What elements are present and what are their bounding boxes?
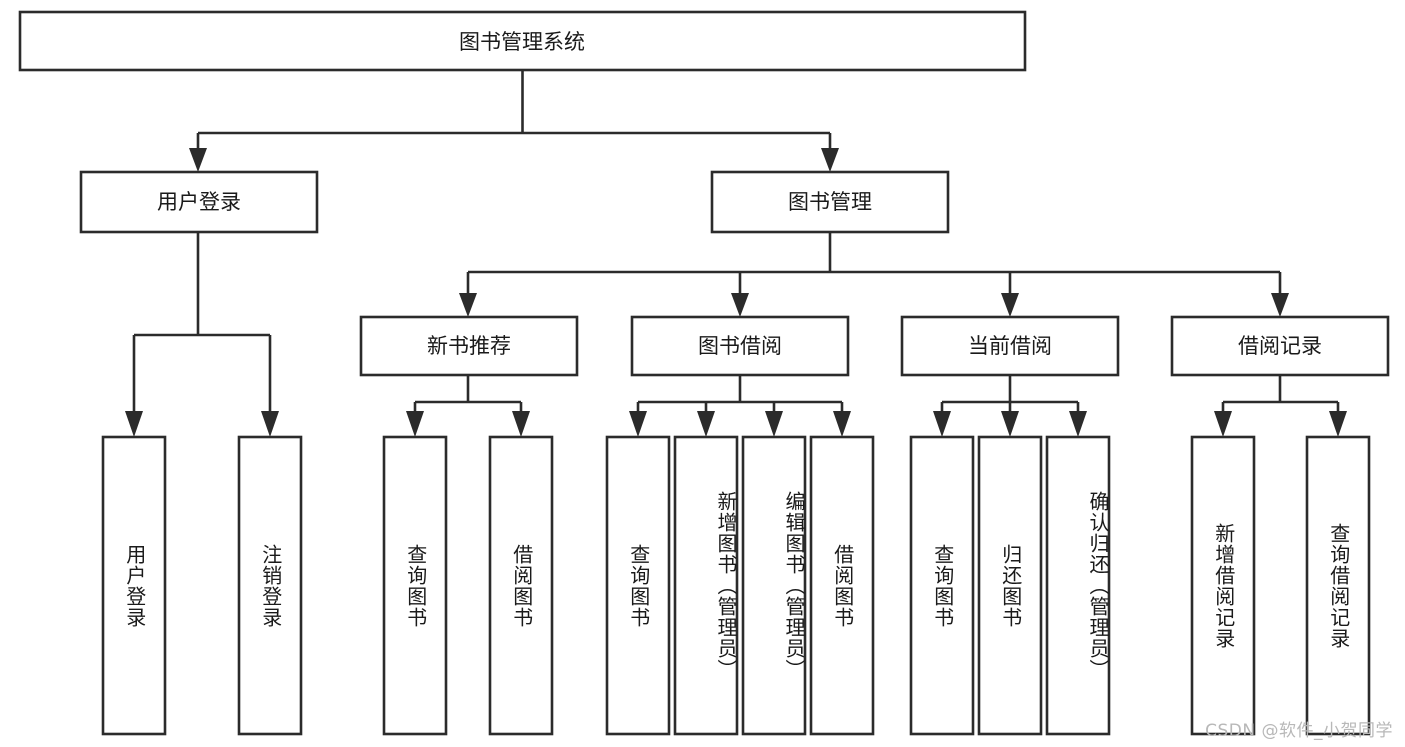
leaf-book-borrow-4[interactable]	[809, 435, 875, 736]
arrow-current-borrow-leaf-2	[1001, 411, 1019, 437]
leaf-new-book-2[interactable]	[488, 435, 554, 736]
leaf-book-borrow-3[interactable]	[741, 435, 807, 736]
node-borrow-record[interactable]	[1170, 315, 1390, 377]
leaf-book-borrow-2[interactable]	[673, 435, 739, 736]
arrow-to-current-borrow	[1001, 293, 1019, 317]
node-current-borrow-label: 当前借阅	[968, 334, 1052, 358]
leaf-current-borrow-2[interactable]	[977, 435, 1043, 736]
arrow-borrow-record-leaf-1	[1214, 411, 1232, 437]
node-borrow-record-label: 借阅记录	[1238, 334, 1322, 358]
arrow-root-to-user-login	[189, 148, 207, 172]
node-root-book-management-system[interactable]	[18, 10, 1027, 72]
leaf-borrow-record-2[interactable]	[1305, 435, 1371, 736]
node-current-borrow[interactable]	[900, 315, 1120, 377]
arrow-to-new-book-recommend	[459, 293, 477, 317]
leaf-book-borrow-1[interactable]	[605, 435, 671, 736]
node-new-book-recommend-label: 新书推荐	[427, 334, 511, 358]
leaf-current-borrow-3[interactable]	[1045, 435, 1111, 736]
node-user-login-label: 用户登录	[157, 190, 241, 214]
leaf-user-login-2[interactable]	[237, 435, 303, 736]
leaf-borrow-record-1[interactable]	[1190, 435, 1256, 736]
arrow-to-leaf-logout	[261, 411, 279, 437]
node-book-borrow[interactable]	[630, 315, 850, 377]
csdn-watermark: CSDN @软件_小贺同学	[1205, 721, 1393, 741]
arrow-current-borrow-leaf-3	[1069, 411, 1087, 437]
node-book-management[interactable]	[710, 170, 950, 234]
arrow-to-borrow-record	[1271, 293, 1289, 317]
arrow-book-borrow-leaf-4	[833, 411, 851, 437]
leaf-new-book-1[interactable]	[382, 435, 448, 736]
arrow-new-book-leaf-1	[406, 411, 424, 437]
arrow-root-to-book-mgmt	[821, 148, 839, 172]
node-book-management-label: 图书管理	[788, 190, 872, 214]
node-new-book-recommend[interactable]	[359, 315, 579, 377]
arrow-new-book-leaf-2	[512, 411, 530, 437]
node-root-label: 图书管理系统	[459, 30, 585, 54]
connector-layer	[125, 70, 1347, 437]
arrow-book-borrow-leaf-2	[697, 411, 715, 437]
node-book-borrow-label: 图书借阅	[698, 334, 782, 358]
arrow-borrow-record-leaf-2	[1329, 411, 1347, 437]
arrow-book-borrow-leaf-3	[765, 411, 783, 437]
arrow-current-borrow-leaf-1	[933, 411, 951, 437]
arrow-to-leaf-user-login	[125, 411, 143, 437]
leaf-current-borrow-1[interactable]	[909, 435, 975, 736]
leaf-user-login-1[interactable]	[101, 435, 167, 736]
node-user-login[interactable]	[79, 170, 319, 234]
node-layer: 图书管理系统 用户登录 图书管理 新书推荐 图书借阅 当前借阅 借阅记录	[18, 10, 1390, 736]
arrow-to-book-borrow	[731, 293, 749, 317]
arrow-book-borrow-leaf-1	[629, 411, 647, 437]
